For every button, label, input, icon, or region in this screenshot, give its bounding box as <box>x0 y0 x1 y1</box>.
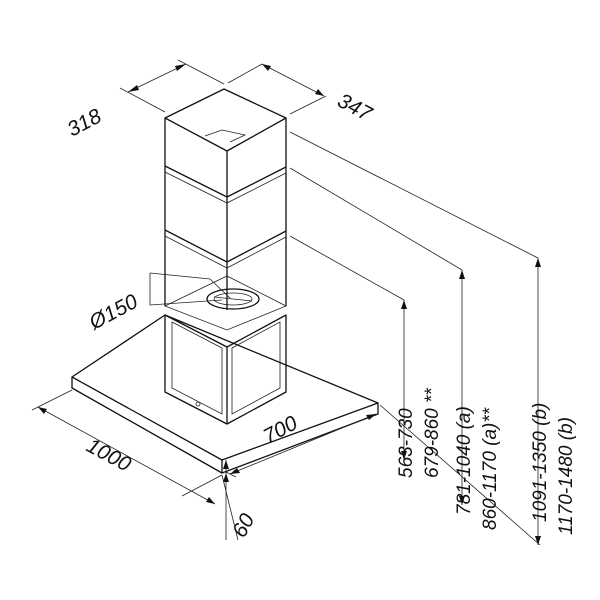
canopy-top <box>71 314 379 461</box>
chimney-joint-2 <box>164 229 287 263</box>
chimney <box>164 88 287 310</box>
height-label-860-1170: 860-1170 (a)** <box>480 407 501 530</box>
dimension-duct: Ø150 <box>85 272 231 335</box>
height-label-1091-1350: 1091-1350 (b) <box>530 403 551 522</box>
dimension-347: 347 <box>227 63 377 126</box>
label-1000: 1000 <box>83 434 135 476</box>
label-318: 318 <box>64 105 106 142</box>
height-label-781-1040: 781-1040 (a) <box>454 406 475 515</box>
duct-outlet <box>163 275 287 331</box>
height-labels: 563-730 679-860 ** 781-1040 (a) 860-1170… <box>396 388 577 535</box>
canopy <box>71 314 379 474</box>
label-700: 700 <box>260 412 302 449</box>
dimension-60: 60 <box>221 460 260 542</box>
height-label-1170-1480: 1170-1480 (b) <box>556 417 577 535</box>
dimension-700: 700 <box>225 412 377 478</box>
label-duct-diameter: Ø150 <box>85 290 142 335</box>
label-347: 347 <box>334 89 377 126</box>
chimney-top <box>164 88 287 152</box>
height-label-563-730: 563-730 <box>396 408 417 478</box>
height-extension-lines <box>289 131 541 546</box>
height-label-679-860: 679-860 ** <box>422 388 443 478</box>
motor-housing <box>164 314 287 425</box>
label-60: 60 <box>228 510 259 542</box>
chimney-joint-1 <box>164 165 287 198</box>
